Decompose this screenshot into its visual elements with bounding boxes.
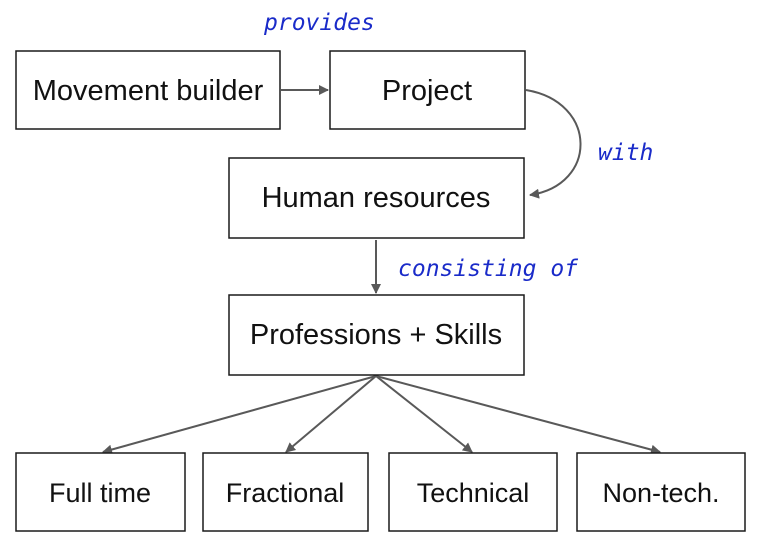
node-human-resources-label: Human resources xyxy=(262,182,491,214)
node-non-tech-label: Non-tech. xyxy=(602,478,719,508)
node-full-time: Full time xyxy=(15,452,186,532)
edge-label-consisting-of: consisting of xyxy=(398,256,578,282)
edge-label-with: with xyxy=(598,140,653,166)
edge-professions-to-non-tech xyxy=(375,375,661,455)
node-technical-label: Technical xyxy=(417,478,530,508)
edge-label-provides: provides xyxy=(263,10,375,36)
edge-professions-to-fractional xyxy=(285,375,377,453)
node-professions-skills-label: Professions + Skills xyxy=(250,319,502,351)
edge-project-to-human-resources xyxy=(525,89,582,199)
node-project-label: Project xyxy=(382,75,472,107)
node-fractional-label: Fractional xyxy=(226,478,345,508)
node-human-resources: Human resources xyxy=(228,157,525,239)
node-project: Project xyxy=(329,50,526,130)
node-movement-builder-label: Movement builder xyxy=(33,75,264,107)
node-movement-builder: Movement builder xyxy=(15,50,281,130)
node-professions-skills: Professions + Skills xyxy=(228,294,525,376)
node-fractional: Fractional xyxy=(202,452,369,532)
edge-professions-to-full-time xyxy=(102,375,377,455)
node-non-tech: Non-tech. xyxy=(576,452,746,532)
node-full-time-label: Full time xyxy=(49,478,151,508)
node-technical: Technical xyxy=(388,452,558,532)
edge-professions-to-technical xyxy=(375,375,473,453)
